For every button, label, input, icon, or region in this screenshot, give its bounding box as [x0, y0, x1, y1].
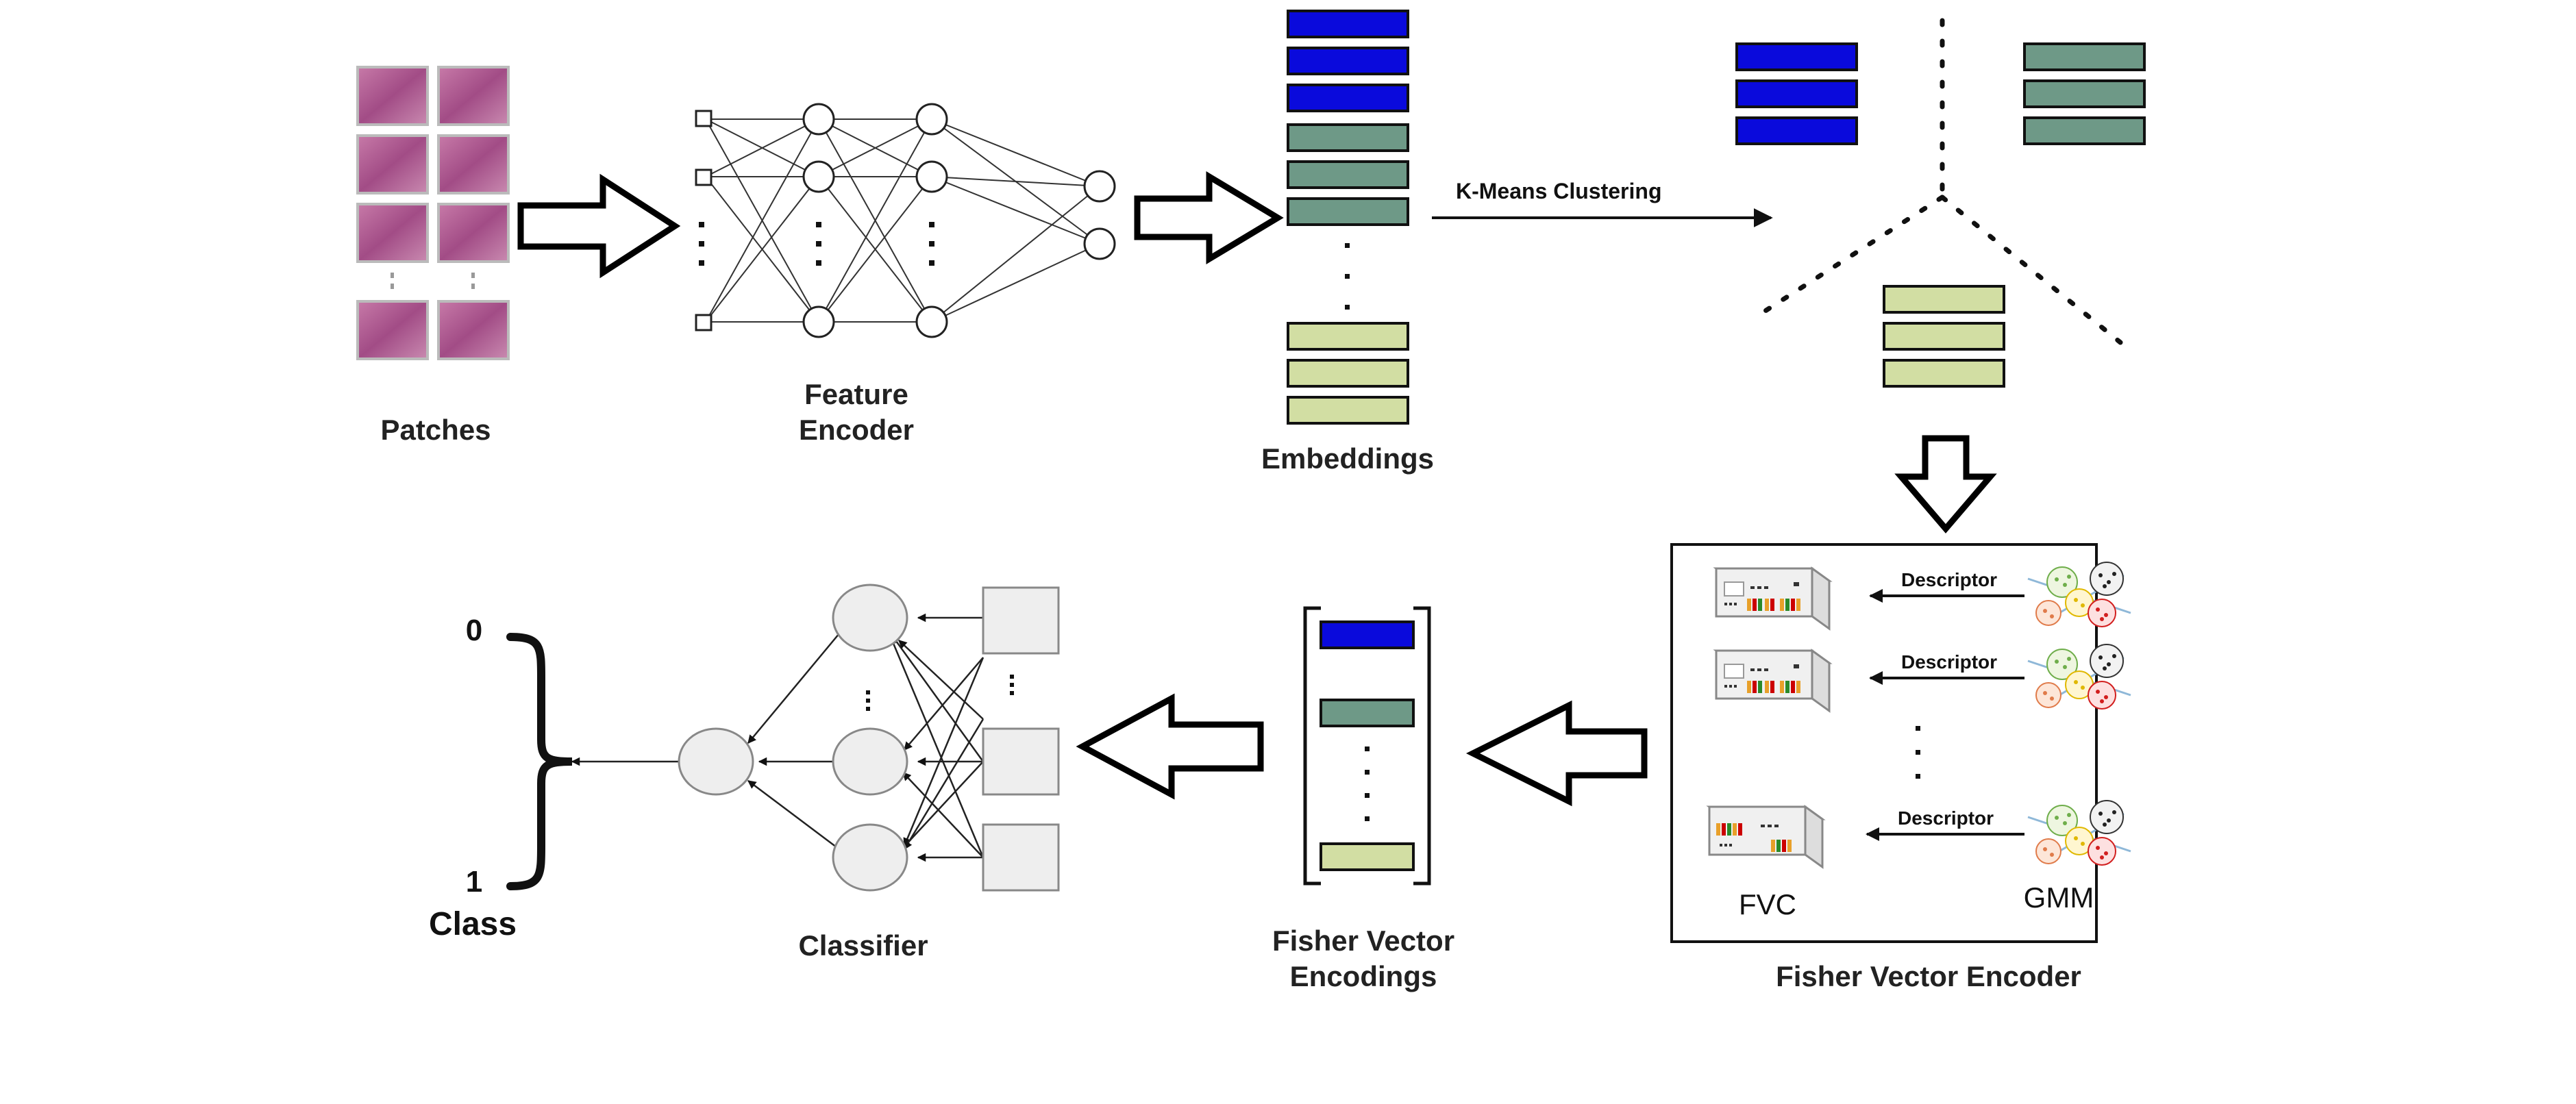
class-1-label: 1	[466, 865, 482, 899]
flow-arrow-left-2	[1076, 693, 1264, 800]
cluster-bar	[2023, 79, 2146, 108]
cluster-dividers	[1761, 18, 2123, 345]
hidden-node	[802, 103, 835, 136]
embedding-bar	[1287, 10, 1409, 38]
embedding-bar	[1287, 160, 1409, 189]
hidden-node	[802, 305, 835, 338]
fvc-device	[1706, 805, 1826, 869]
classifier-ellipsis	[866, 675, 1014, 711]
classifier-input-node	[982, 586, 1060, 655]
fvc-color-bars	[1747, 599, 1800, 611]
encoding-bar	[1320, 620, 1415, 649]
classifier-input-node	[982, 823, 1060, 892]
classifier-hidden-node	[832, 727, 908, 796]
output-node	[1083, 227, 1116, 260]
class-label: Class	[429, 906, 517, 942]
input-node	[695, 110, 713, 127]
embedding-bar	[1287, 47, 1409, 75]
cluster-green	[2023, 42, 2146, 145]
gmm-icon	[2027, 562, 2131, 627]
embeddings-ellipsis	[1345, 243, 1350, 310]
feature-encoder-label: Encoder	[799, 414, 914, 446]
patches-grid	[356, 66, 510, 360]
patches-label: Patches	[380, 414, 491, 446]
classifier-output-node	[678, 727, 754, 796]
input-node	[695, 314, 713, 331]
classifier-hidden-node	[832, 584, 908, 652]
fv-encodings-bars	[1320, 620, 1415, 871]
cluster-blue	[1735, 42, 1858, 145]
patch-tile	[356, 134, 429, 195]
embedding-bar	[1287, 197, 1409, 226]
gmm-label: GMM	[2024, 881, 2094, 914]
cluster-bar	[1735, 116, 1858, 145]
flow-arrow-left-1	[1465, 700, 1648, 807]
cluster-bar	[1883, 359, 2005, 388]
fvc-label: FVC	[1739, 888, 1796, 920]
hidden-node	[915, 160, 948, 193]
patch-tile	[356, 203, 429, 263]
kmeans-label: K-Means Clustering	[1456, 179, 1661, 203]
encoder-ellipsis	[699, 222, 934, 266]
feature-encoder-nodes	[695, 103, 1116, 338]
fvc-color-bars	[1716, 823, 1742, 836]
fvc-color-bars	[1747, 681, 1800, 693]
patch-tile	[356, 300, 429, 360]
encoding-bar	[1320, 842, 1415, 871]
classifier-connections	[571, 613, 984, 862]
flow-arrow-down	[1894, 435, 1997, 534]
descriptor-label: Descriptor	[1898, 807, 1994, 829]
patch-tile	[437, 300, 510, 360]
feature-encoder-network	[705, 118, 1100, 323]
fv-encodings-label: Fisher Vector	[1272, 925, 1454, 957]
output-node	[1083, 170, 1116, 203]
classifier-input-node	[982, 727, 1060, 796]
fvc-device	[1713, 649, 1833, 713]
feature-encoder-label: Feature	[804, 378, 908, 410]
cluster-bar	[1883, 285, 2005, 314]
cluster-bar	[1735, 42, 1858, 71]
descriptor-label: Descriptor	[1901, 569, 1997, 590]
cluster-bar	[2023, 42, 2146, 71]
embedding-bar	[1287, 322, 1409, 351]
embedding-bar	[1287, 84, 1409, 112]
cluster-bar	[1735, 79, 1858, 108]
classifier-label: Classifier	[798, 929, 928, 962]
fv-encodings-ellipsis	[1365, 747, 1370, 821]
embedding-bar	[1287, 123, 1409, 152]
patch-tile	[437, 203, 510, 263]
patch-ellipsis	[391, 273, 475, 289]
flow-arrow-2	[1134, 171, 1284, 264]
fvc-device	[1713, 566, 1833, 631]
cluster-bar	[1883, 322, 2005, 351]
hidden-node	[802, 160, 835, 193]
classifier-nodes	[678, 584, 1060, 892]
input-node	[695, 168, 713, 186]
fv-encodings-label: Encodings	[1290, 960, 1437, 992]
embedding-bar	[1287, 359, 1409, 388]
descriptor-label: Descriptor	[1901, 651, 1997, 673]
embedding-bar	[1287, 396, 1409, 425]
gmm-icon	[2027, 800, 2131, 866]
patch-tile	[437, 134, 510, 195]
embeddings-stack	[1287, 10, 1409, 425]
fvc-color-bars	[1771, 840, 1792, 852]
patch-tile	[437, 66, 510, 126]
flow-arrow-1	[517, 173, 681, 279]
hidden-node	[915, 103, 948, 136]
classifier-hidden-node	[832, 823, 908, 892]
cluster-bar	[2023, 116, 2146, 145]
embeddings-label: Embeddings	[1261, 442, 1434, 475]
hidden-node	[915, 305, 948, 338]
gmm-icon	[2027, 644, 2131, 710]
class-0-label: 0	[466, 614, 482, 647]
patch-tile	[356, 66, 429, 126]
fve-ellipsis	[1916, 726, 1920, 779]
fisher-vector-encoder-label: Fisher Vector Encoder	[1776, 960, 2081, 992]
class-brace	[506, 633, 573, 890]
fv-encodings-bracket	[1303, 606, 1431, 886]
cluster-lime	[1883, 285, 2005, 388]
encoding-bar	[1320, 699, 1415, 727]
